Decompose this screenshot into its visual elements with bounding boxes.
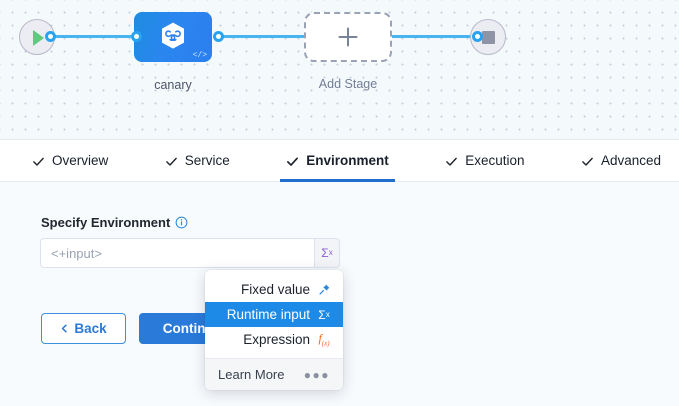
stop-icon: [482, 31, 495, 44]
step-tab-bar: Overview Service Environment Execution: [0, 140, 679, 182]
ellipsis-icon[interactable]: ●●●: [303, 367, 330, 382]
check-icon: [165, 157, 177, 166]
tab-overview[interactable]: Overview: [26, 140, 114, 182]
stage-node-canary[interactable]: </>: [134, 12, 212, 62]
dropdown-label-runtime-input: Runtime input: [226, 307, 310, 322]
sigma-symbol-dd: Σ: [318, 307, 326, 322]
connector-end-in[interactable]: [472, 31, 483, 42]
add-stage-node[interactable]: [304, 12, 392, 62]
stage-label-canary: canary: [154, 78, 192, 92]
connector-canary-in[interactable]: [131, 31, 142, 42]
fx-icon: f(x): [318, 330, 330, 348]
tab-gap-3: [395, 140, 439, 181]
play-icon: [33, 30, 44, 46]
tab-label-overview: Overview: [52, 153, 109, 169]
tab-gap-2: [236, 140, 280, 181]
tab-label-advanced: Advanced: [600, 153, 662, 169]
specify-environment-input-group: Σx: [40, 238, 340, 268]
canvas-bottom-border: [0, 139, 679, 140]
add-stage-label: Add Stage: [318, 77, 378, 91]
connector-canary-out[interactable]: [213, 31, 224, 42]
page-title: Specify Environment: [41, 215, 171, 230]
plus-icon-vertical: [347, 27, 349, 47]
specify-environment-label-group: Specify Environment: [41, 215, 188, 230]
check-icon: [446, 157, 458, 166]
chevron-left-icon: [62, 324, 68, 333]
harness-hexagon-icon: [162, 22, 184, 49]
learn-more-label: Learn More: [218, 367, 285, 382]
back-button-label: Back: [74, 321, 107, 336]
info-icon[interactable]: [175, 216, 188, 229]
edge-addstage-to-end: [387, 35, 479, 38]
sigma-superscript: x: [328, 248, 333, 257]
pipeline-canvas[interactable]: </> canary Add Stage: [0, 0, 679, 140]
pin-icon: [317, 283, 331, 296]
dropdown-item-fixed-value[interactable]: Fixed value: [205, 277, 343, 302]
check-icon: [582, 157, 593, 166]
tab-label-environment: Environment: [306, 153, 389, 169]
tab-service[interactable]: Service: [159, 140, 236, 182]
tabbar-right-pad: [667, 140, 679, 181]
check-icon: [33, 157, 44, 166]
tab-gap-1: [114, 140, 158, 181]
edge-start-to-canary: [50, 35, 140, 38]
tab-execution[interactable]: Execution: [439, 140, 530, 182]
dropdown-label-expression: Expression: [243, 332, 310, 347]
tab-advanced[interactable]: Advanced: [575, 140, 667, 182]
back-button[interactable]: Back: [41, 313, 126, 344]
tab-label-execution: Execution: [465, 153, 525, 169]
tab-label-service: Service: [184, 153, 230, 169]
tabbar-left-pad: [0, 140, 26, 181]
check-icon: [287, 157, 299, 166]
tab-environment[interactable]: Environment: [280, 140, 395, 182]
dropdown-learn-more-row[interactable]: Learn More ●●●: [205, 358, 343, 390]
sigma-symbol: Σ: [321, 246, 329, 260]
sigma-superscript-dd: x: [325, 309, 330, 319]
dropdown-label-fixed-value: Fixed value: [240, 282, 310, 297]
edge-canary-to-addstage: [218, 35, 310, 38]
code-icon: </>: [192, 51, 207, 60]
specify-environment-input[interactable]: [40, 238, 314, 268]
tab-gap-4: [531, 140, 575, 181]
dropdown-item-expression[interactable]: Expression f(x): [205, 327, 343, 352]
connector-start-out[interactable]: [45, 31, 56, 42]
